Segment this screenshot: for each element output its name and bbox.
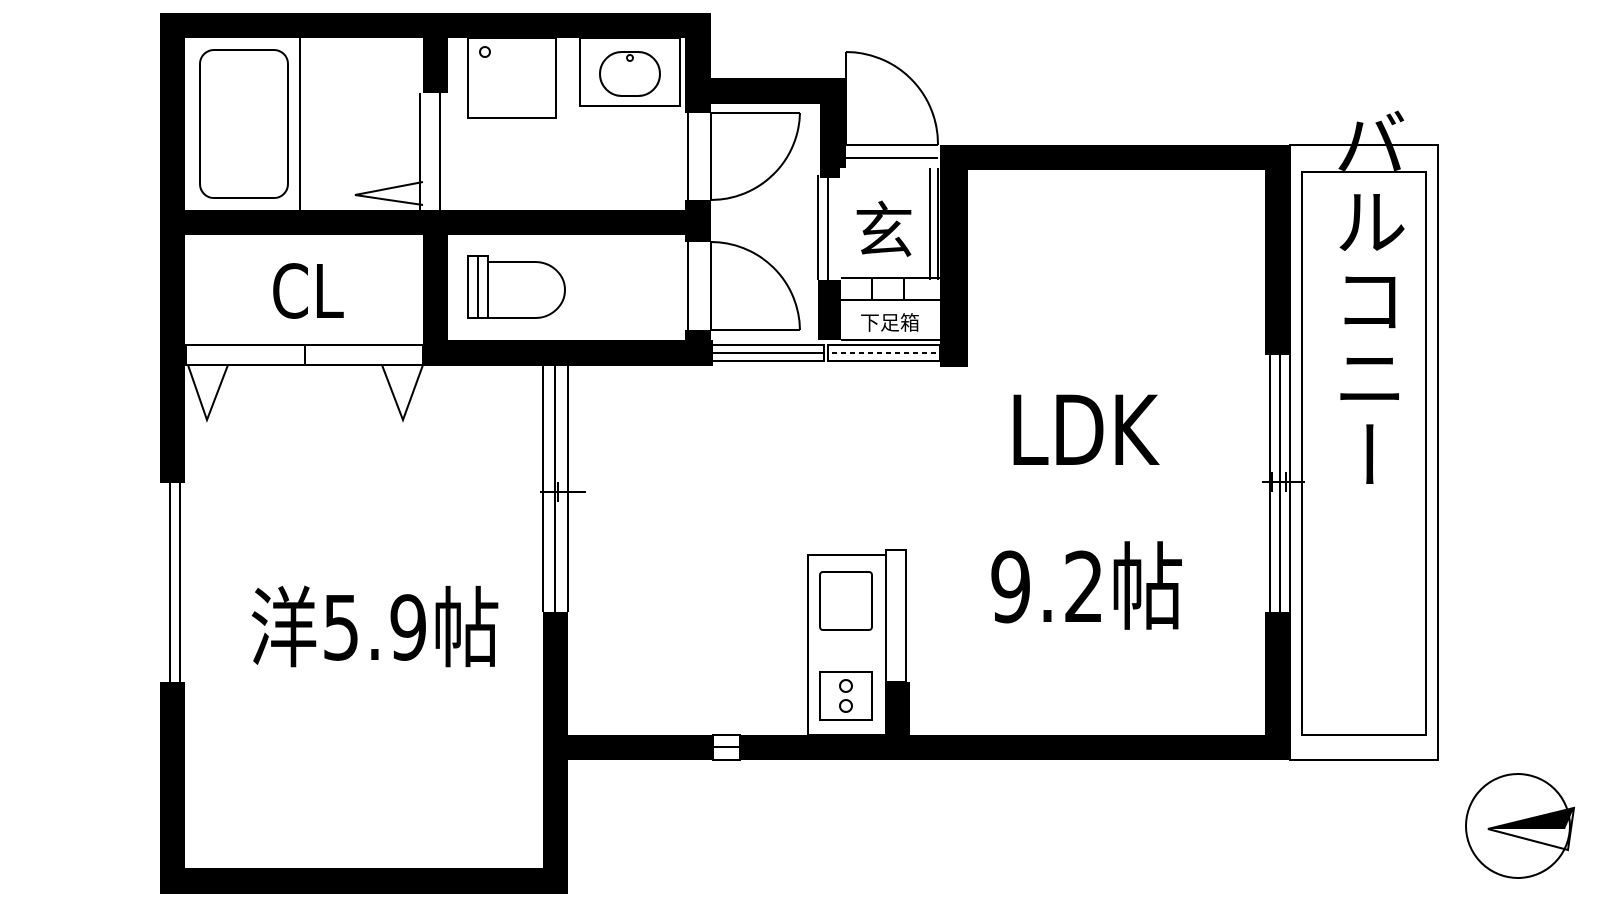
kitchen-backsplash [885,549,907,683]
wall-ldk-right-lower [1265,612,1290,760]
ldk-size-label: 9.2帖 [987,533,1186,646]
cl-door-leaf-right [381,364,424,423]
bath-door [354,181,424,206]
shoe-box-edge [827,344,941,362]
wall-bath-wash-upper [423,13,448,93]
wall-entrance-left [820,168,840,178]
closet-label: CL [270,250,344,336]
wall-corridor-top [685,78,843,104]
balcony-label: バルコニー [1320,105,1409,495]
entrance-door-swing [845,51,940,146]
basin-bowl [599,51,661,97]
western-room-label: 洋5.9帖 [249,578,502,681]
toilet-bowl [488,261,566,319]
wall-entrance-ldk [940,145,968,367]
ldk-label: LDK [1006,376,1160,489]
wall-ldk-right-upper [1265,145,1290,355]
wall-western-ldk-top [423,340,448,366]
balcony-outer [1289,144,1439,761]
wall-entrance-left-lower [818,280,841,340]
wall-bath-cl [160,210,698,235]
shoe-box-label: 下足箱 [860,311,920,335]
wall-toilet-door-col-lower [685,330,711,366]
wall-bottom-ldk-b [740,735,1290,760]
burner-icon-2 [839,699,853,713]
burner-icon [839,679,853,693]
wall-kitchen-partition [886,682,910,760]
drain-icon [479,46,491,58]
wash-door-swing [710,112,801,201]
kitchen-sink [819,571,873,631]
washing-machine [467,37,557,119]
wall-below-toilet [423,340,713,366]
wall-bottom-western [160,868,568,894]
balcony-inner [1301,171,1427,736]
cl-door-leaf-left [187,364,229,423]
wall-left-lower [160,682,185,894]
entrance-label: 玄 [853,195,915,268]
kitchen-stove [819,671,873,721]
wall-corridor-right [820,78,846,168]
toilet-door-swing [710,241,801,331]
bathtub [199,49,289,199]
wash-basin [579,37,681,107]
wall-ldk-top [940,145,1290,170]
wall-left-upper [160,13,185,483]
wall-toilet-door-col [685,200,711,242]
faucet-icon [626,54,634,62]
walls [160,13,1290,894]
room-labels: CL 玄 下足箱 LDK 9.2帖 洋5.9帖 バルコニー [249,105,1409,681]
north-arrow-icon [1465,773,1576,879]
wall-bottom-ldk-a [543,735,713,760]
fixtures [169,37,1439,761]
